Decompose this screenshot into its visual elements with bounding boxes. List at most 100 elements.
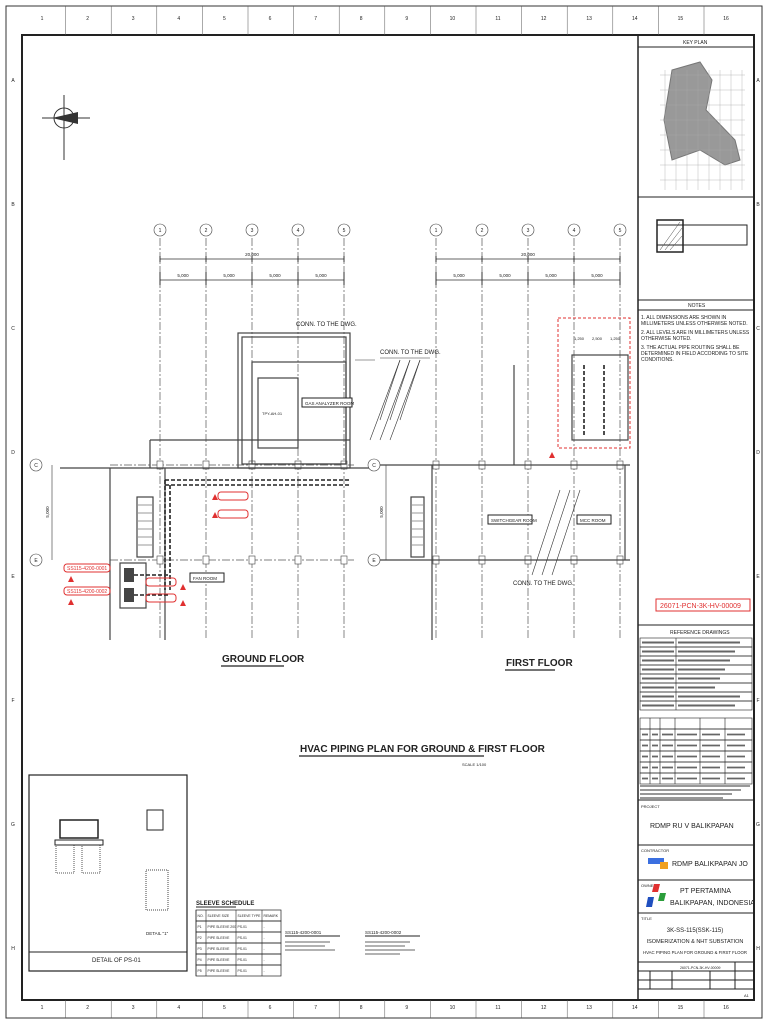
overall-dimension: 20,000 bbox=[245, 252, 259, 257]
sleeve-cell: P4 bbox=[198, 958, 202, 962]
column-marker: 9 bbox=[405, 16, 408, 22]
grid-axis-label: 3 bbox=[251, 228, 254, 234]
column-marker: 14 bbox=[632, 1005, 638, 1011]
column-marker: 14 bbox=[632, 16, 638, 22]
bay-dimension: 5,000 bbox=[223, 273, 235, 278]
key-plan-map bbox=[660, 61, 745, 190]
grid-row-label: C bbox=[34, 463, 38, 469]
key-plan-title: KEY PLAN bbox=[683, 40, 708, 46]
row-marker: C bbox=[11, 326, 15, 332]
sleeve-cell: PIPE SLEEVE bbox=[208, 936, 231, 940]
sleeve-header: NO. bbox=[198, 914, 204, 918]
title-line-2: ISOMERIZATION & NHT SUBSTATION bbox=[647, 939, 744, 945]
owner-line-2: BALIKPAPAN, INDONESIA bbox=[670, 900, 755, 907]
sleeve-cell: P5 bbox=[198, 969, 202, 973]
column-marker: 10 bbox=[450, 16, 456, 22]
grid-bubble bbox=[245, 223, 259, 237]
gf-room-label-2: FAN ROOM bbox=[193, 576, 217, 581]
column-marker: 13 bbox=[586, 1005, 592, 1011]
note-2: 2. ALL LEVELS ARE IN MILLIMETERS UNLESS … bbox=[641, 330, 750, 342]
row-dimension: 5,000 bbox=[45, 506, 50, 518]
grid-bubble bbox=[29, 553, 43, 567]
column-marker: 6 bbox=[269, 16, 272, 22]
note-3: 3. THE ACTUAL PIPE ROUTING SHALL BE DETE… bbox=[641, 345, 749, 363]
owner-label: OWNER bbox=[641, 883, 656, 888]
gf-room-label-1: GAS ANALYZER ROOM bbox=[305, 401, 354, 406]
bay-dimension: 5,000 bbox=[545, 273, 557, 278]
row-marker: H bbox=[756, 946, 760, 952]
notes-title: NOTES bbox=[688, 303, 706, 309]
sheet-size: A1 bbox=[744, 993, 750, 998]
detail-title: DETAIL OF PS-01 bbox=[92, 958, 141, 964]
row-marker: B bbox=[756, 202, 760, 208]
column-marker: 11 bbox=[495, 1005, 500, 1011]
ff-dim: 1,250 bbox=[574, 336, 585, 341]
grid-bubble bbox=[429, 223, 443, 237]
detail-1-label: DETAIL "1" bbox=[146, 931, 169, 936]
row-marker: G bbox=[756, 822, 760, 828]
sleeve-header: SLEEVE SIZE bbox=[208, 914, 230, 918]
sheet-zone-markers: 1122334455667788991010111112121313141415… bbox=[11, 6, 760, 1018]
title-block: KEY PLAN NOTES 1. ALL DIMENSIONS ARE SHO… bbox=[637, 35, 755, 1000]
notes-list: 1. ALL DIMENSIONS ARE SHOWN IN MILLIMETE… bbox=[641, 315, 750, 363]
sleeve-cell: - bbox=[264, 936, 265, 940]
column-marker: 2 bbox=[86, 1005, 89, 1011]
row-marker: D bbox=[11, 450, 15, 456]
contractor-name: RDMP BALIKPAPAN JO bbox=[672, 861, 748, 868]
contractor-logo bbox=[648, 858, 668, 869]
north-arrow-icon bbox=[42, 95, 90, 160]
row-marker: F bbox=[756, 698, 759, 704]
sleeve-cell: PIPE SLEEVE bbox=[208, 969, 231, 973]
sleeve-cell: PS-01 bbox=[238, 947, 248, 951]
title-line-1: 3K-SS-115(SSK-115) bbox=[667, 928, 723, 934]
ff-room-label-1: SWITCHGEAR ROOM bbox=[491, 518, 537, 523]
ff-conn-label-bottom: CONN. TO THE DWG. bbox=[513, 581, 574, 587]
column-marker: 9 bbox=[405, 1005, 408, 1011]
drawing-scale: SCALE 1/100 bbox=[462, 762, 487, 767]
ground-floor-title: GROUND FLOOR bbox=[222, 654, 305, 665]
column-marker: 2 bbox=[86, 16, 89, 22]
sleeve-header: SLEEVE TYPE bbox=[238, 914, 262, 918]
sleeve-cell: - bbox=[264, 947, 265, 951]
contractor-label: CONTRACTOR bbox=[641, 848, 669, 853]
column-marker: 11 bbox=[495, 16, 500, 22]
grid-row-label: E bbox=[372, 558, 376, 564]
outer-border bbox=[5, 5, 763, 1019]
sleeve-cell: P3 bbox=[198, 947, 202, 951]
row-marker: A bbox=[11, 78, 15, 84]
grid-bubble bbox=[199, 223, 213, 237]
column-marker: 4 bbox=[177, 16, 180, 22]
overall-dimension: 20,000 bbox=[521, 252, 535, 257]
row-marker: B bbox=[11, 202, 15, 208]
column-marker: 4 bbox=[177, 1005, 180, 1011]
grid-bubble bbox=[337, 223, 351, 237]
drawing-number-red: 26071-PCN-3K-HV-00009 bbox=[660, 603, 741, 610]
column-marker: 8 bbox=[360, 1005, 363, 1011]
column-marker: 7 bbox=[314, 1005, 317, 1011]
reference-drawings-title: REFERENCE DRAWINGS bbox=[670, 630, 730, 636]
grid-row-label: E bbox=[34, 558, 38, 564]
column-marker: 1 bbox=[41, 16, 44, 22]
title-line-3: HVAC PIPING PLAN FOR GROUND & FIRST FLOO… bbox=[643, 950, 747, 955]
column-marker: 8 bbox=[360, 16, 363, 22]
callout-1: SS115-4200-0001 bbox=[285, 930, 322, 935]
grid-bubble bbox=[521, 223, 535, 237]
ff-dim: 2,500 bbox=[592, 336, 603, 341]
sleeve-cell: - bbox=[264, 958, 265, 962]
sleeve-cell: P1 bbox=[198, 925, 202, 929]
column-marker: 7 bbox=[314, 16, 317, 22]
project-label: PROJECT bbox=[641, 804, 660, 809]
grid-axis-label: 4 bbox=[573, 228, 576, 234]
bay-dimension: 5,000 bbox=[453, 273, 465, 278]
ff-conn-label-top: CONN. TO THE DWG. bbox=[380, 350, 441, 356]
column-marker: 6 bbox=[269, 1005, 272, 1011]
grid-axis-label: 1 bbox=[159, 228, 162, 234]
sleeve-cell: P2 bbox=[198, 936, 202, 940]
grid-bubble bbox=[475, 223, 489, 237]
row-marker: F bbox=[11, 698, 14, 704]
sleeve-cell: - bbox=[264, 925, 265, 929]
column-marker: 16 bbox=[723, 1005, 729, 1011]
